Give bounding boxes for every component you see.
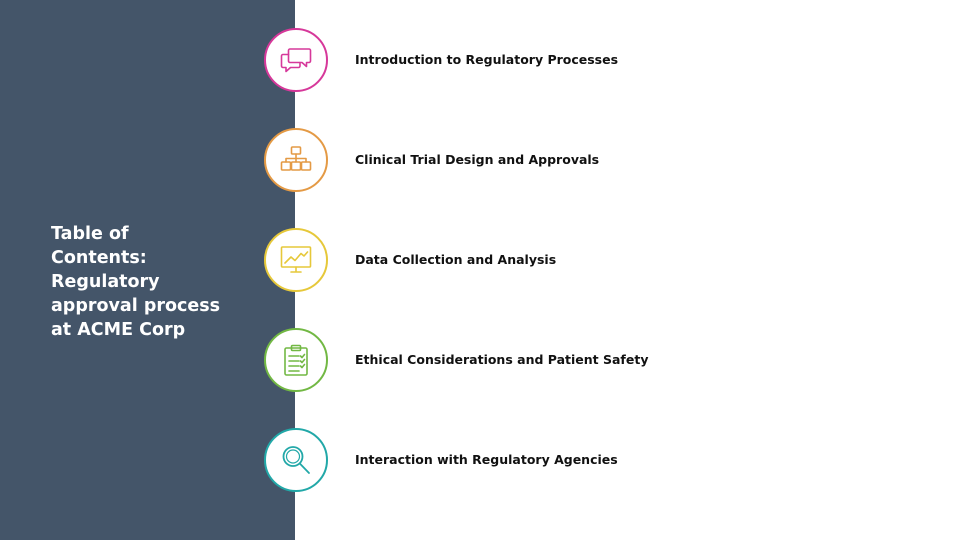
agenda-item-introduction[interactable]: Introduction to Regulatory Processes <box>264 28 904 92</box>
slide-title: Table of Contents: Regulatory approval p… <box>51 224 221 340</box>
agenda-item-label: Introduction to Regulatory Processes <box>355 52 619 67</box>
chat-bubbles-icon <box>264 28 328 92</box>
agenda-item-label: Data Collection and Analysis <box>355 252 557 267</box>
hierarchy-chart-icon <box>264 128 328 192</box>
agenda-item-clinical-trial[interactable]: Clinical Trial Design and Approvals <box>264 128 904 192</box>
agenda-item-label: Interaction with Regulatory Agencies <box>355 452 618 467</box>
agenda-item-data-collection[interactable]: Data Collection and Analysis <box>264 228 904 292</box>
trend-monitor-icon <box>264 228 328 292</box>
agenda-item-ethical-considerations[interactable]: Ethical Considerations and Patient Safet… <box>264 328 904 392</box>
agenda-item-regulatory-agencies[interactable]: Interaction with Regulatory Agencies <box>264 428 904 492</box>
agenda-item-label: Clinical Trial Design and Approvals <box>355 152 600 167</box>
magnifier-icon <box>264 428 328 492</box>
agenda-item-label: Ethical Considerations and Patient Safet… <box>355 352 649 367</box>
checklist-clipboard-icon <box>264 328 328 392</box>
title-panel <box>0 0 295 540</box>
